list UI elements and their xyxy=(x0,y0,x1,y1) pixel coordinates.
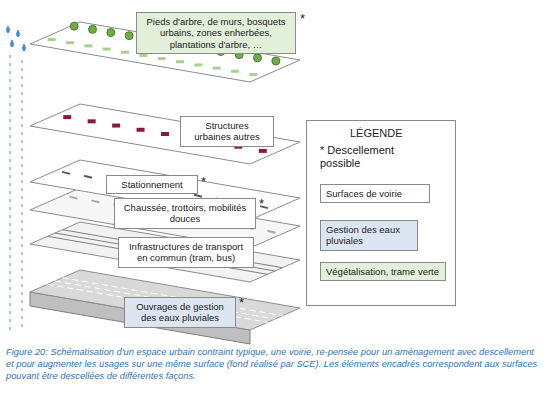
surface-mark xyxy=(70,197,78,199)
grass-patch xyxy=(176,60,184,63)
legend-note: * Descellement possible xyxy=(320,144,412,169)
urban-structure xyxy=(88,119,96,123)
tree xyxy=(254,54,262,62)
surface-box: Chaussée, trottoirs, mobilités douces xyxy=(114,198,256,229)
ground-slab-side xyxy=(30,292,250,344)
surface-mark xyxy=(268,231,276,233)
legend-swatch: Végétalisation, trame verte xyxy=(320,262,446,281)
track-line xyxy=(55,233,275,271)
node-text: Stationnement xyxy=(112,179,192,190)
grass-patch xyxy=(231,70,239,73)
track-line xyxy=(48,236,268,274)
tree xyxy=(272,57,280,65)
surface-box: Infrastructures de transport en commun (… xyxy=(118,237,254,268)
legend-swatch: Surfaces de voirie xyxy=(320,184,430,203)
grass-patch xyxy=(103,48,111,51)
urban-structure xyxy=(137,128,145,132)
urban-structure xyxy=(259,149,267,153)
grass-patch xyxy=(158,57,166,60)
node-text: Chaussée, trottoirs, mobilités douces xyxy=(120,202,250,225)
grass-patch xyxy=(213,67,221,70)
grass-patch xyxy=(139,54,147,57)
surface-mark xyxy=(84,176,92,178)
asterisk: * xyxy=(300,12,305,27)
legend-text: Surfaces de voirie xyxy=(326,188,402,199)
grass-patch xyxy=(84,44,92,47)
grass-patch xyxy=(121,51,129,54)
surface-mark xyxy=(194,195,202,197)
legend-title: LÉGENDE xyxy=(350,127,403,140)
surface-mark xyxy=(62,172,70,174)
urban-structure xyxy=(63,115,71,119)
stormwater-box: Ouvrages de gestion des eaux pluviales xyxy=(124,297,236,328)
layer-plane xyxy=(30,270,300,330)
urban-structure xyxy=(161,132,169,136)
tree xyxy=(70,22,78,30)
asterisk: * xyxy=(259,197,264,212)
surface-box: Stationnement xyxy=(106,175,198,194)
grass-patch xyxy=(249,73,257,76)
grass-patch xyxy=(66,41,74,44)
legend-text: Gestion des eaux pluviales xyxy=(326,224,400,246)
urban-structure xyxy=(112,124,120,128)
node-text: Structures urbaines autres xyxy=(186,120,268,143)
grass-patch xyxy=(194,63,202,66)
grass-patch xyxy=(48,38,56,41)
tree xyxy=(125,32,133,40)
node-text: Infrastructures de transport en commun (… xyxy=(124,241,248,264)
node-text: Pieds d'arbre, de murs, bosquets urbains… xyxy=(142,16,290,50)
legend-swatch: Gestion des eaux pluviales xyxy=(320,220,418,251)
surface-box: Structures urbaines autres xyxy=(180,116,274,147)
tree xyxy=(89,25,97,33)
asterisk: * xyxy=(239,296,244,311)
rain-drops xyxy=(7,26,26,330)
asterisk: * xyxy=(201,175,206,190)
node-text: Ouvrages de gestion des eaux pluviales xyxy=(130,301,230,324)
figure-caption: Figure 20: Schématisation d'un espace ur… xyxy=(6,346,544,382)
legend-text: Végétalisation, trame verte xyxy=(326,266,439,277)
layer-plane xyxy=(30,104,300,164)
surface-mark xyxy=(92,200,100,202)
vegetation-box: Pieds d'arbre, de murs, bosquets urbains… xyxy=(136,12,296,54)
tree xyxy=(107,29,115,37)
